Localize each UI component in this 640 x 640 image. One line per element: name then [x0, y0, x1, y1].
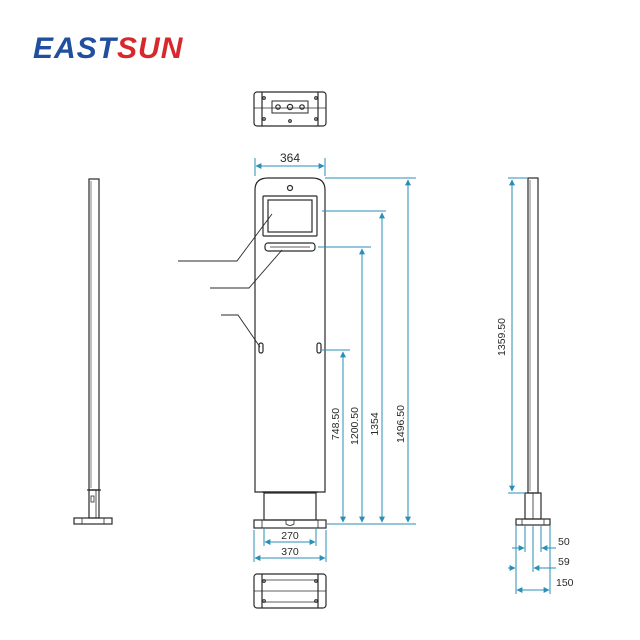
- bottom-base-view: [253, 573, 327, 609]
- front-dimension-lines: [253, 158, 416, 562]
- dim-59-label: 59: [558, 556, 570, 568]
- dim-1200-label: 1200.50: [349, 407, 361, 445]
- dim-150-label: 150: [556, 577, 574, 589]
- top-plan-view: [253, 91, 327, 127]
- dim-1496-label: 1496.50: [395, 405, 407, 443]
- brand-logo-east: EAST: [33, 32, 119, 65]
- dim-1354-label: 1354: [369, 412, 381, 436]
- leader-lines: [178, 213, 283, 348]
- dim-50-label: 50: [558, 536, 570, 548]
- brand-logo: EASTSUN: [33, 32, 184, 65]
- front-view: [253, 177, 327, 529]
- right-side-view: [515, 177, 551, 526]
- dim-1359-label: 1359.50: [496, 318, 508, 356]
- dim-364-label: 364: [280, 151, 300, 165]
- left-side-view: [73, 178, 113, 525]
- dim-748-label: 748.50: [330, 408, 342, 440]
- dim-270-label: 270: [281, 530, 299, 542]
- side-dimension-lines: [508, 177, 556, 594]
- brand-logo-sun: SUN: [117, 32, 184, 65]
- dim-370-label: 370: [281, 546, 299, 558]
